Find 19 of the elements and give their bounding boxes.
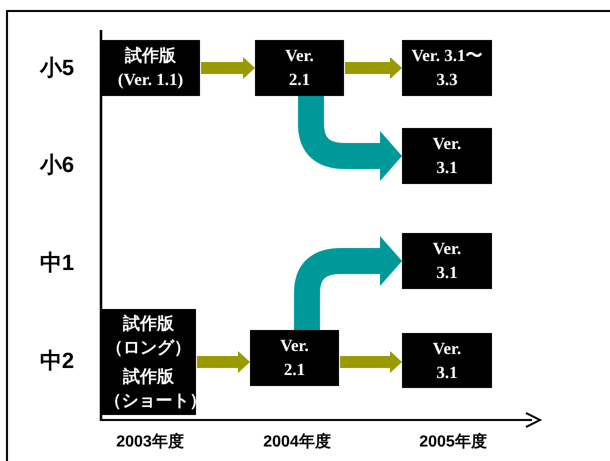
grade-label: 小6 — [40, 151, 74, 179]
year-label: 2004年度 — [263, 432, 331, 452]
version-box: Ver. 3.1 — [402, 333, 492, 388]
arrow — [345, 57, 402, 79]
grade-label: 中1 — [40, 249, 74, 277]
version-box: 試作版（ショート） — [101, 363, 196, 415]
grade-label: 中2 — [40, 347, 74, 375]
arrow — [201, 57, 255, 79]
grade-label: 小5 — [40, 54, 74, 82]
version-box: 試作版 (Ver. 1.1) — [101, 40, 200, 96]
version-box: Ver. 3.1〜3.3 — [402, 40, 492, 96]
year-label: 2003年度 — [116, 432, 184, 452]
arrow — [340, 351, 402, 373]
version-box: Ver. 3.1 — [402, 233, 492, 289]
version-box: Ver. 2.1 — [255, 40, 344, 96]
version-box: 試作版（ロング） — [101, 309, 196, 363]
version-box: Ver. 2.1 — [250, 330, 339, 386]
version-box: Ver. 3.1 — [402, 128, 492, 184]
year-label: 2005年度 — [419, 432, 487, 452]
